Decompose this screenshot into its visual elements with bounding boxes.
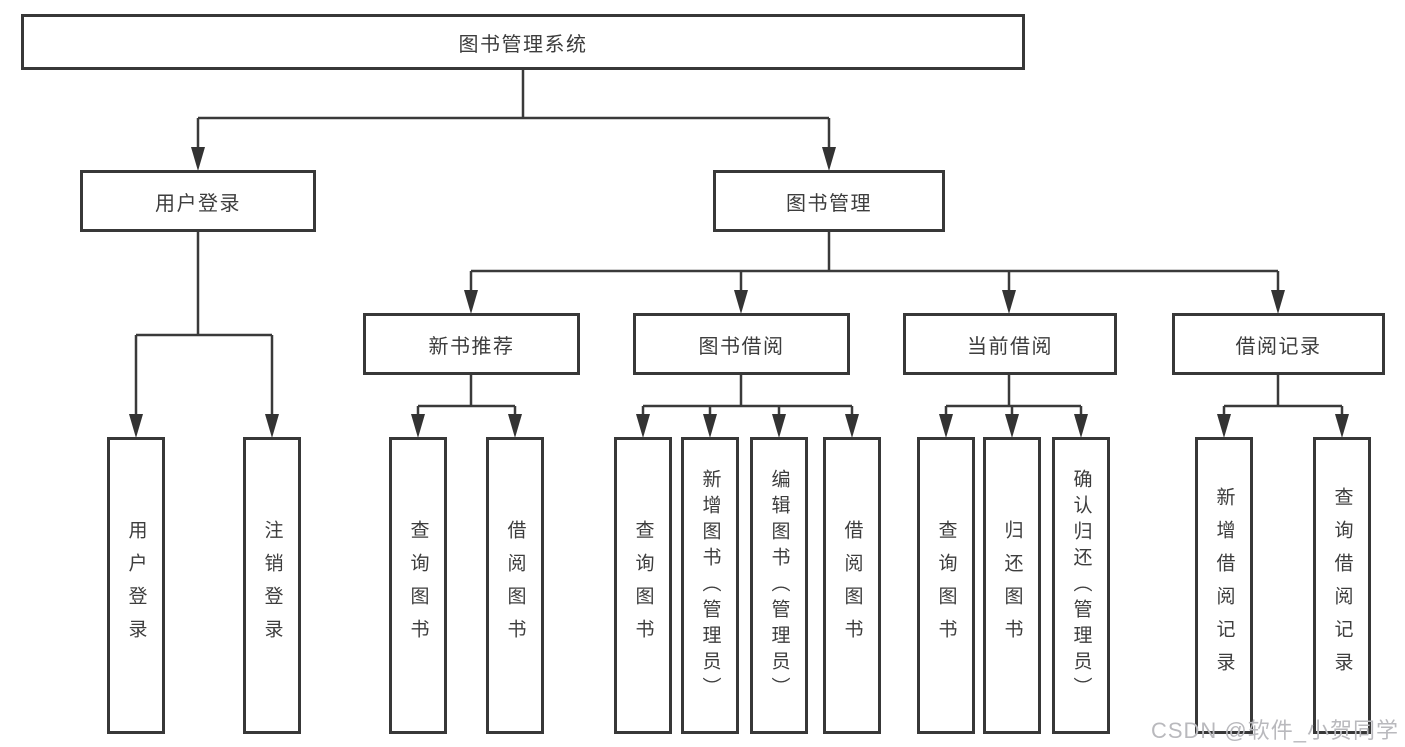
leaf-edit-book-admin: 编辑图书（管理员）: [750, 437, 808, 734]
leaf-query-borrow-record: 查询借阅记录: [1313, 437, 1371, 734]
leaf-return-books: 归还图书: [983, 437, 1041, 734]
leaf-query-books-borrow: 查询图书: [614, 437, 672, 734]
node-library-system: 图书管理系统: [21, 14, 1025, 70]
leaf-logout: 注销登录: [243, 437, 301, 734]
node-borrow-records: 借阅记录: [1172, 313, 1385, 375]
node-user-login: 用户登录: [80, 170, 316, 232]
leaf-add-borrow-record: 新增借阅记录: [1195, 437, 1253, 734]
leaf-query-books-current: 查询图书: [917, 437, 975, 734]
watermark: CSDN @软件_小贺同学: [1150, 718, 1399, 743]
node-book-borrow: 图书借阅: [633, 313, 850, 375]
leaf-query-books-recommend: 查询图书: [389, 437, 447, 734]
node-book-management: 图书管理: [713, 170, 945, 232]
arrowheads: [129, 147, 1349, 438]
leaf-borrow-books-recommend: 借阅图书: [486, 437, 544, 734]
leaf-borrow-books: 借阅图书: [823, 437, 881, 734]
leaf-user-login: 用户登录: [107, 437, 165, 734]
node-new-book-recommend: 新书推荐: [363, 313, 580, 375]
node-current-borrow: 当前借阅: [903, 313, 1117, 375]
leaf-confirm-return-admin: 确认归还（管理员）: [1052, 437, 1110, 734]
leaf-add-book-admin: 新增图书（管理员）: [681, 437, 739, 734]
